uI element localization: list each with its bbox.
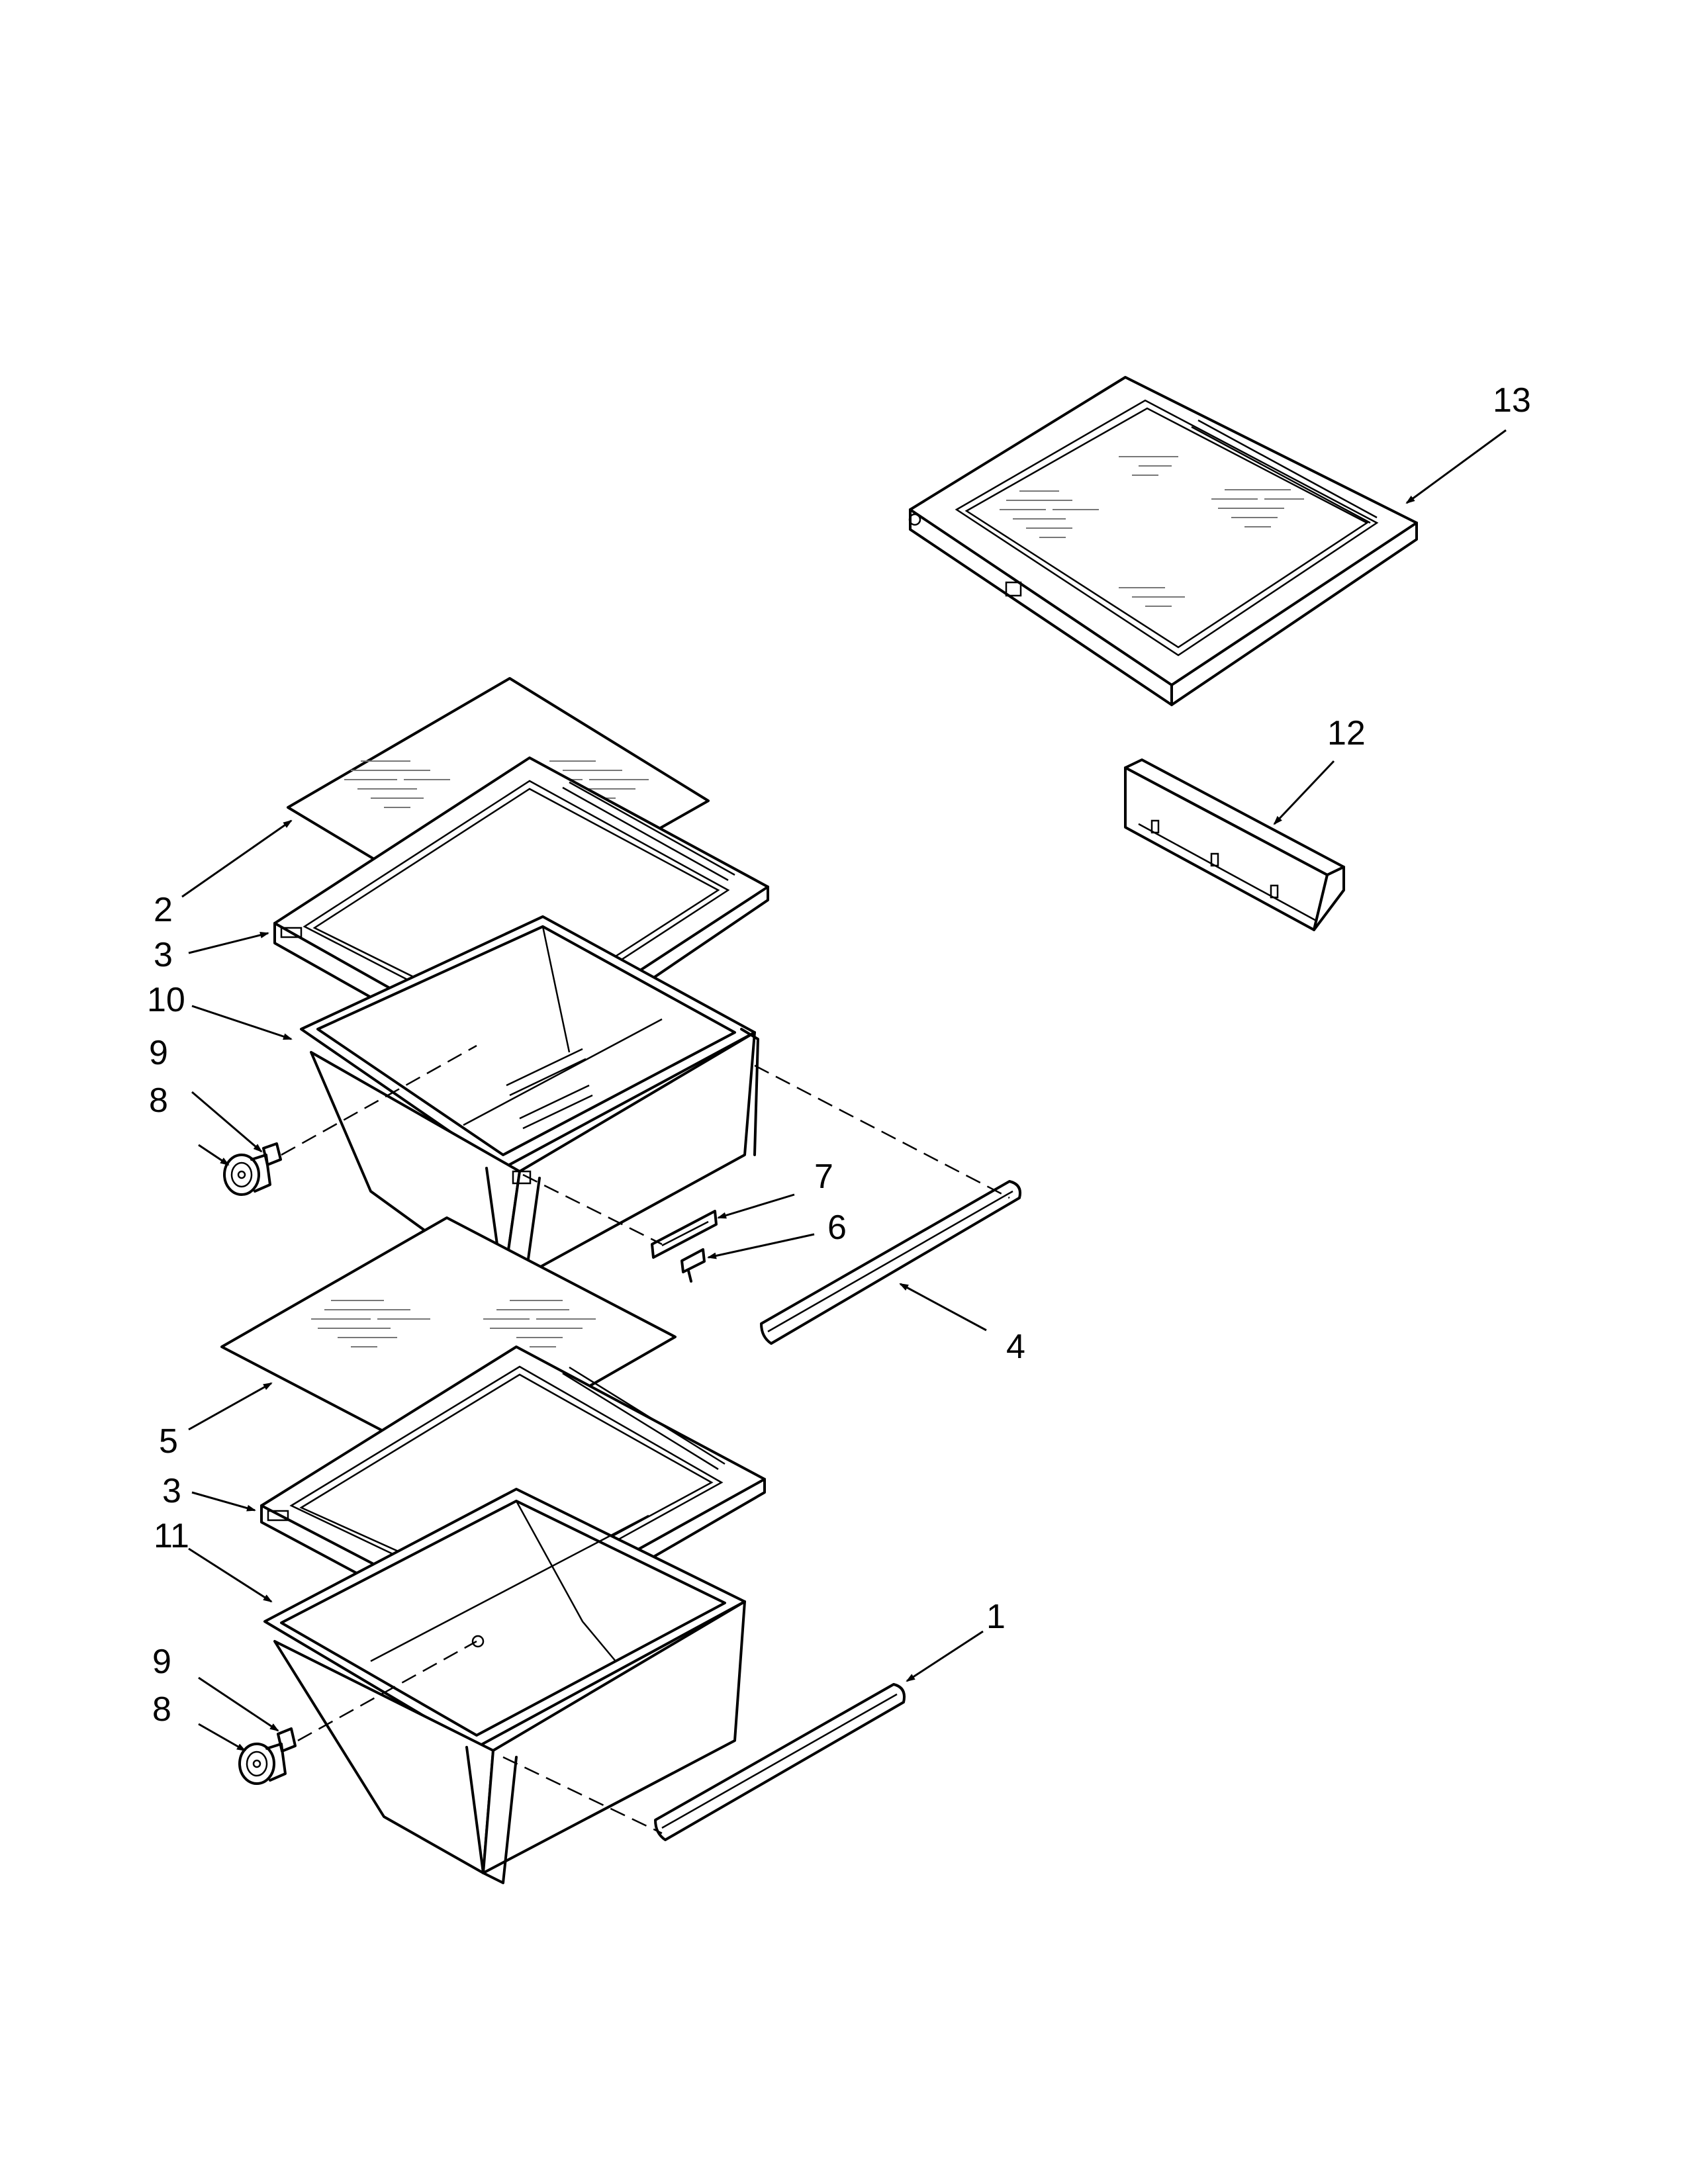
part-4-front-trim	[760, 1180, 1021, 1345]
part-11-lower-crisper-drawer	[263, 1488, 746, 1884]
part-12-cover-bracket	[1124, 758, 1345, 931]
part-8-upper-roller	[223, 1154, 271, 1196]
callout-1: 1	[986, 1598, 1006, 1636]
part-5-lower-cover-glass	[220, 1216, 677, 1467]
callout-12: 12	[1327, 714, 1366, 752]
callout-9-upper: 9	[149, 1034, 168, 1072]
callout-2: 2	[154, 891, 173, 929]
callout-11: 11	[154, 1517, 189, 1555]
callout-4: 4	[1006, 1328, 1025, 1366]
callout-3-lower: 3	[162, 1472, 181, 1510]
part-6-drawer-stop	[680, 1248, 706, 1283]
part-1-front-trim	[654, 1683, 906, 1841]
part-13-glass-shelf	[908, 376, 1418, 706]
part-7-drawer-clip	[651, 1210, 718, 1259]
leader-lines	[181, 429, 1507, 1752]
alignment-lines	[281, 1044, 1010, 1835]
callout-8-lower: 8	[152, 1690, 171, 1729]
callout-7: 7	[814, 1158, 833, 1196]
callout-10: 10	[147, 981, 185, 1019]
part-8-lower-roller	[238, 1743, 287, 1785]
callout-8-upper: 8	[149, 1081, 168, 1120]
callout-3-upper: 3	[154, 936, 173, 974]
callout-9-lower: 9	[152, 1643, 171, 1681]
callout-labels: 13 12 2 3 10 9 8 7 6 4 5 3 11 1 9 8	[147, 381, 1531, 1729]
callout-6: 6	[827, 1208, 847, 1247]
callout-13: 13	[1493, 381, 1531, 420]
callout-5: 5	[159, 1422, 178, 1461]
